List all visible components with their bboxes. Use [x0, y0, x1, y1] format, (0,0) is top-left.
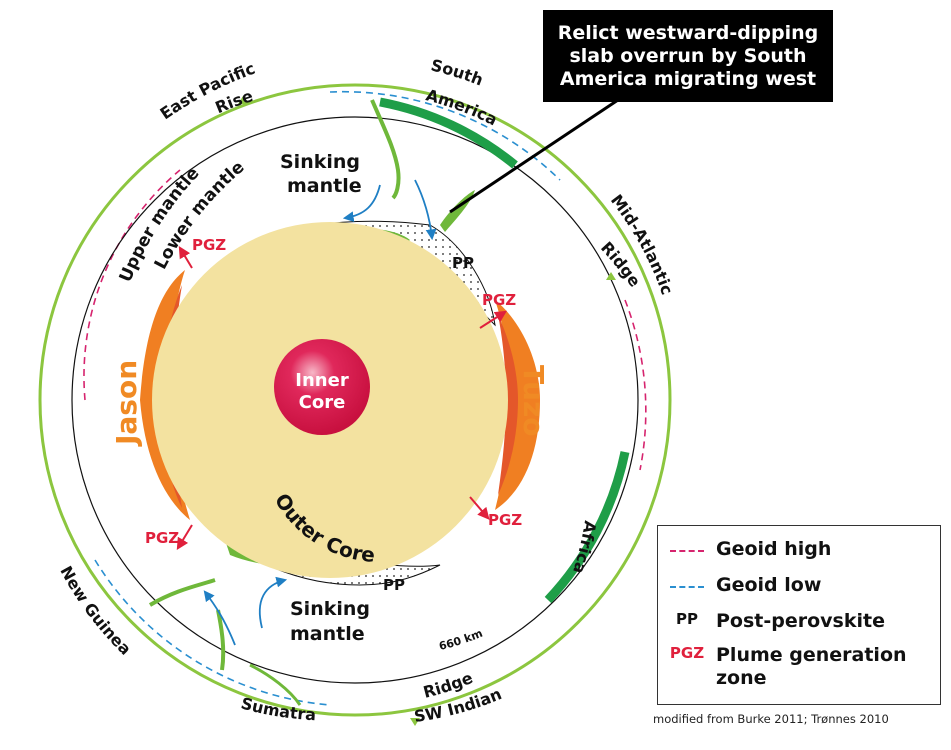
label-pgz-nw: PGZ [192, 236, 226, 254]
credit-line: modified from Burke 2011; Trønnes 2010 [653, 712, 889, 726]
label-pgz-se: PGZ [488, 511, 522, 529]
label-sinking-bottom-2: mantle [290, 623, 365, 645]
label-tuzo: Tuzo [517, 365, 550, 437]
legend-text-geoid-high: Geoid high [716, 538, 832, 560]
slab-sumatra [216, 609, 226, 671]
lithosphere-ring [38, 83, 672, 717]
slab-sumatra-2 [249, 663, 302, 706]
geoid-low-line-south [94, 559, 331, 706]
ridge-marker-epr [238, 96, 248, 104]
legend-row-geoid-high: Geoid high [658, 538, 831, 561]
legend-key-pp: PP [676, 610, 698, 628]
label-africa: Africa [569, 519, 600, 576]
pgz-arrow-ne [479, 310, 508, 329]
label-sumatra: Sumatra [239, 694, 317, 725]
pgz-arrow-nw [178, 245, 193, 269]
sinking-arrow-1 [342, 184, 381, 223]
label-south: South [429, 55, 486, 89]
ridge-marker-mid-atlantic [606, 272, 616, 280]
boundary-660km [71, 116, 639, 684]
continent-africa [544, 451, 630, 604]
legend-key-geoid-high [658, 538, 716, 556]
relict-slab [440, 190, 475, 232]
legend-row-pgz: PGZ Plume generation zone [658, 644, 907, 690]
sinking-arrow-2 [414, 179, 437, 241]
continent-south-america [379, 97, 518, 169]
legend-row-pp: PP Post-perovskite [658, 610, 885, 633]
legend-row-geoid-low: Geoid low [658, 574, 821, 597]
label-pp-north: PP [452, 254, 474, 272]
label-sinking-bottom-1: Sinking [290, 598, 370, 620]
legend-text-pgz: Plume generation zone [716, 644, 907, 690]
callout-pointer [449, 98, 619, 214]
sinking-arrow-3 [203, 590, 236, 646]
label-pgz-ne: PGZ [482, 291, 516, 309]
legend-text-pgz-line2: zone [716, 667, 767, 689]
label-pp-south: PP [383, 576, 405, 594]
slab-new-guinea [148, 578, 216, 607]
legend-text-pp: Post-perovskite [716, 610, 885, 632]
label-sinking-top-2: mantle [287, 175, 362, 197]
ridge-marker-sw-indian [410, 718, 420, 726]
label-america: America [424, 85, 500, 129]
legend-text-pgz-line1: Plume generation [716, 644, 907, 666]
geoid-high-line-east [624, 299, 647, 471]
sinking-arrow-4 [258, 576, 288, 629]
legend-key-pgz: PGZ [669, 644, 705, 662]
label-sinking-top-1: Sinking [280, 151, 360, 173]
legend: Geoid high Geoid low PP Post-perovskite … [657, 525, 941, 705]
label-jason: Jason [110, 360, 143, 447]
label-pgz-sw: PGZ [145, 529, 179, 547]
llsvp-tuzo-core [498, 315, 518, 495]
label-660km: 660 km [438, 627, 485, 653]
pgz-arrow-se [469, 496, 490, 520]
slab-south-america [370, 99, 401, 200]
geoid-low-line-north [329, 90, 561, 181]
callout-box: Relict westward-dipping slab overrun by … [543, 10, 833, 102]
label-inner-core-1: Inner [295, 370, 349, 391]
inner-core [274, 339, 370, 435]
legend-text-geoid-low: Geoid low [716, 574, 822, 596]
pgz-arrow-sw [176, 524, 193, 551]
legend-key-geoid-low [658, 574, 716, 592]
label-inner-core-2: Core [299, 392, 346, 413]
